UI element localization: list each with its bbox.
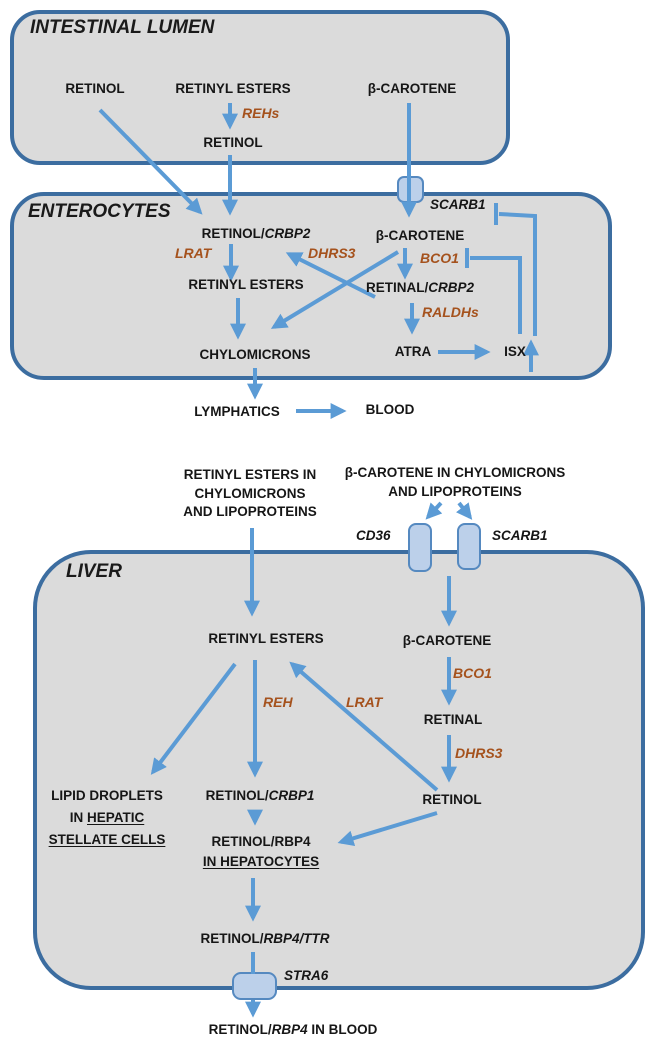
enterocytes-title: ENTEROCYTES bbox=[28, 201, 171, 222]
arrow-carotene-to-scarb1 bbox=[456, 501, 473, 520]
node-retinal: RETINAL bbox=[423, 712, 483, 727]
scarb1-transporter-enterocyte bbox=[397, 176, 424, 203]
node-lipid-droplets: LIPID DROPLETS IN HEPATIC STELLATE CELLS bbox=[48, 788, 166, 847]
enzyme-reh: REH bbox=[263, 694, 293, 710]
node-atra: ATRA bbox=[394, 344, 432, 359]
node-blood: BLOOD bbox=[365, 402, 415, 417]
scarb1-transporter-liver bbox=[457, 523, 481, 570]
node-lumen-retinyl-esters: RETINYL ESTERS bbox=[175, 81, 291, 96]
enzyme-bco1-ent: BCO1 bbox=[420, 250, 459, 266]
enzyme-dhrs3-liver: DHRS3 bbox=[455, 745, 503, 761]
node-retinyl-esters-chylomicrons: RETINYL ESTERS IN CHYLOMICRONS AND LIPOP… bbox=[183, 467, 317, 519]
node-liver-retinol: RETINOL bbox=[422, 792, 482, 807]
label-scarb1-ent: SCARB1 bbox=[430, 197, 486, 212]
stra6-transporter bbox=[232, 972, 277, 1000]
node-retinol-rbp4-blood: RETINOL/RBP4 IN BLOOD bbox=[208, 1022, 378, 1037]
node-lymphatics: LYMPHATICS bbox=[194, 404, 280, 419]
enzyme-rehs: REHs bbox=[242, 105, 280, 121]
node-lumen-retinol2: RETINOL bbox=[203, 135, 263, 150]
node-bcarotene-chylomicrons: β-CAROTENE IN CHYLOMICRONS AND LIPOPROTE… bbox=[344, 465, 566, 499]
label-cd36: CD36 bbox=[356, 528, 391, 543]
arrow-carotene-to-cd36 bbox=[425, 501, 443, 520]
label-stra6: STRA6 bbox=[284, 968, 329, 983]
node-retinol-crbp1: RETINOL/CRBP1 bbox=[205, 788, 315, 803]
node-liver-retinyl-esters: RETINYL ESTERS bbox=[208, 631, 324, 646]
node-ent-beta-carotene: β-CAROTENE bbox=[375, 228, 465, 243]
node-lumen-retinol: RETINOL bbox=[65, 81, 125, 96]
liver-box bbox=[33, 550, 645, 990]
node-retinol-rbp4-hepatocytes: RETINOL/RBP4 IN HEPATOCYTES bbox=[202, 834, 320, 869]
enzyme-lrat-ent: LRAT bbox=[175, 245, 212, 261]
node-retinol-rbp4-ttr: RETINOL/RBP4/TTR bbox=[200, 931, 330, 946]
lumen-title: INTESTINAL LUMEN bbox=[30, 17, 215, 38]
enzyme-bco1-liver: BCO1 bbox=[453, 665, 492, 681]
node-ent-retinyl-esters: RETINYL ESTERS bbox=[188, 277, 304, 292]
node-chylomicrons: CHYLOMICRONS bbox=[199, 347, 311, 362]
node-isx: ISX bbox=[504, 344, 526, 359]
node-lumen-beta-carotene: β-CAROTENE bbox=[367, 81, 457, 96]
liver-title: LIVER bbox=[66, 561, 122, 582]
node-retinal-crbp2: RETINAL/CRBP2 bbox=[365, 280, 475, 295]
cd36-transporter bbox=[408, 523, 432, 572]
enzyme-dhrs3-ent: DHRS3 bbox=[308, 245, 356, 261]
node-liver-beta-carotene: β-CAROTENE bbox=[402, 633, 492, 648]
enzyme-raldhs: RALDHs bbox=[422, 304, 479, 320]
label-scarb1-liver: SCARB1 bbox=[492, 528, 548, 543]
enzyme-lrat-liver: LRAT bbox=[346, 694, 383, 710]
intestinal-lumen-box bbox=[10, 10, 510, 165]
node-retinol-crbp2: RETINOL/CRBP2 bbox=[201, 226, 311, 241]
